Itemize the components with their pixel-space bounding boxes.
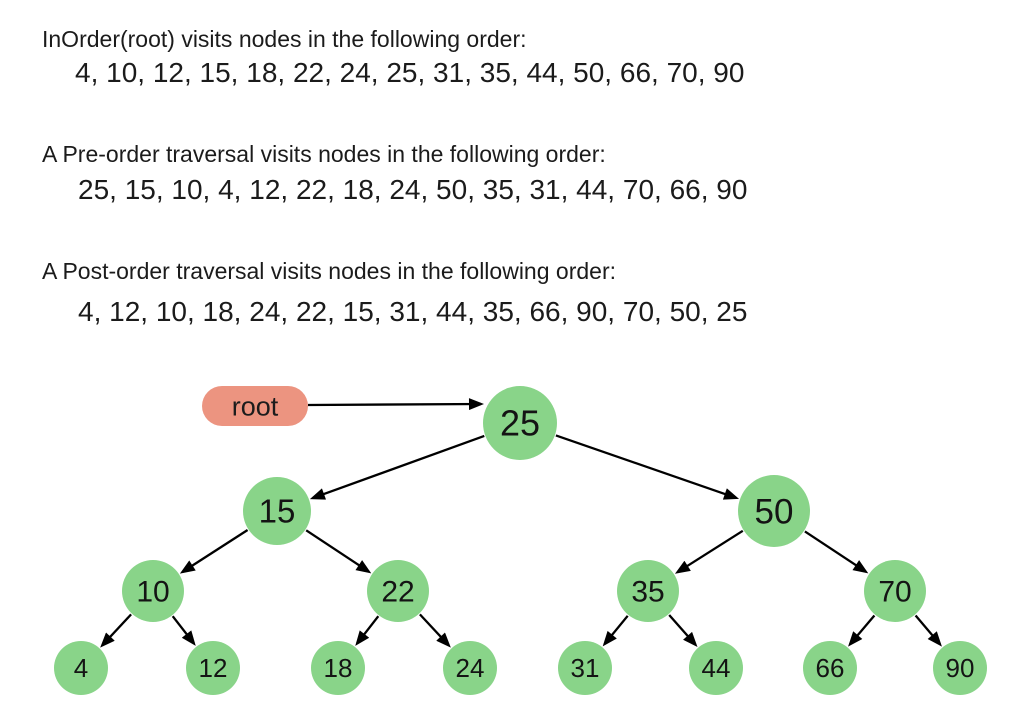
tree-node-12 [186, 641, 240, 695]
tree-node-50 [738, 475, 810, 547]
tree-edges [100, 434, 942, 648]
tree-node-label-31: 31 [571, 653, 600, 683]
tree-node-18 [311, 641, 365, 695]
tree-node-35 [617, 560, 679, 622]
tree-node-4 [54, 641, 108, 695]
inorder-sequence: 4, 10, 12, 15, 18, 22, 24, 25, 31, 35, 4… [75, 57, 745, 88]
root-pointer: root [202, 386, 484, 426]
tree-node-label-25: 25 [500, 403, 540, 444]
tree-nodes: 25 15 50 10 22 35 70 4 12 18 24 31 44 66 90 [54, 386, 987, 695]
tree-edge-50-70 [804, 530, 869, 574]
tree-node-24 [443, 641, 497, 695]
tree-node-25 [483, 386, 557, 460]
tree-edge-50-35 [674, 529, 744, 574]
inorder-heading: InOrder(root) visits nodes in the follow… [42, 26, 527, 52]
tree-node-label-10: 10 [136, 576, 169, 609]
tree-node-label-35: 35 [631, 576, 664, 609]
tree-edge-25-50 [555, 434, 740, 500]
tree-edge-70-90 [914, 614, 942, 647]
tree-node-70 [864, 560, 926, 622]
tree-node-label-24: 24 [456, 653, 485, 683]
tree-edge-10-4 [100, 613, 132, 648]
tree-node-22 [367, 560, 429, 622]
tree-node-label-4: 4 [74, 653, 88, 683]
tree-node-44 [689, 641, 743, 695]
tree-node-label-50: 50 [755, 492, 794, 531]
root-pointer-pill [202, 386, 308, 426]
postorder-sequence: 4, 12, 10, 18, 24, 22, 15, 31, 44, 35, 6… [78, 296, 748, 327]
tree-node-label-22: 22 [381, 576, 414, 609]
tree-node-66 [803, 641, 857, 695]
tree-node-label-15: 15 [259, 493, 296, 530]
tree-edge-10-12 [171, 615, 196, 646]
tree-node-90 [933, 641, 987, 695]
tree-node-10 [122, 560, 184, 622]
tree-edge-25-15 [309, 434, 485, 500]
tree-node-31 [558, 641, 612, 695]
tree-edge-22-18 [355, 615, 380, 646]
tree-node-label-90: 90 [946, 653, 975, 683]
tree-edge-35-44 [668, 614, 698, 648]
tree-edge-15-22 [305, 529, 372, 574]
root-pointer-label: root [232, 391, 279, 421]
tree-node-label-66: 66 [816, 653, 845, 683]
root-pointer-arrow [307, 398, 484, 411]
postorder-heading: A Post-order traversal visits nodes in t… [42, 258, 616, 284]
tree-node-label-18: 18 [324, 653, 353, 683]
tree-node-label-44: 44 [702, 653, 731, 683]
preorder-sequence: 25, 15, 10, 4, 12, 22, 18, 24, 50, 35, 3… [78, 174, 748, 205]
tree-node-15 [243, 477, 311, 545]
tree-edge-22-24 [419, 613, 451, 648]
tree-edge-35-31 [602, 615, 629, 647]
tree-edge-70-66 [848, 614, 876, 647]
preorder-heading: A Pre-order traversal visits nodes in th… [42, 141, 606, 167]
tree-node-label-70: 70 [878, 576, 911, 609]
tree-edge-15-10 [179, 529, 249, 574]
tree-node-label-12: 12 [199, 653, 228, 683]
